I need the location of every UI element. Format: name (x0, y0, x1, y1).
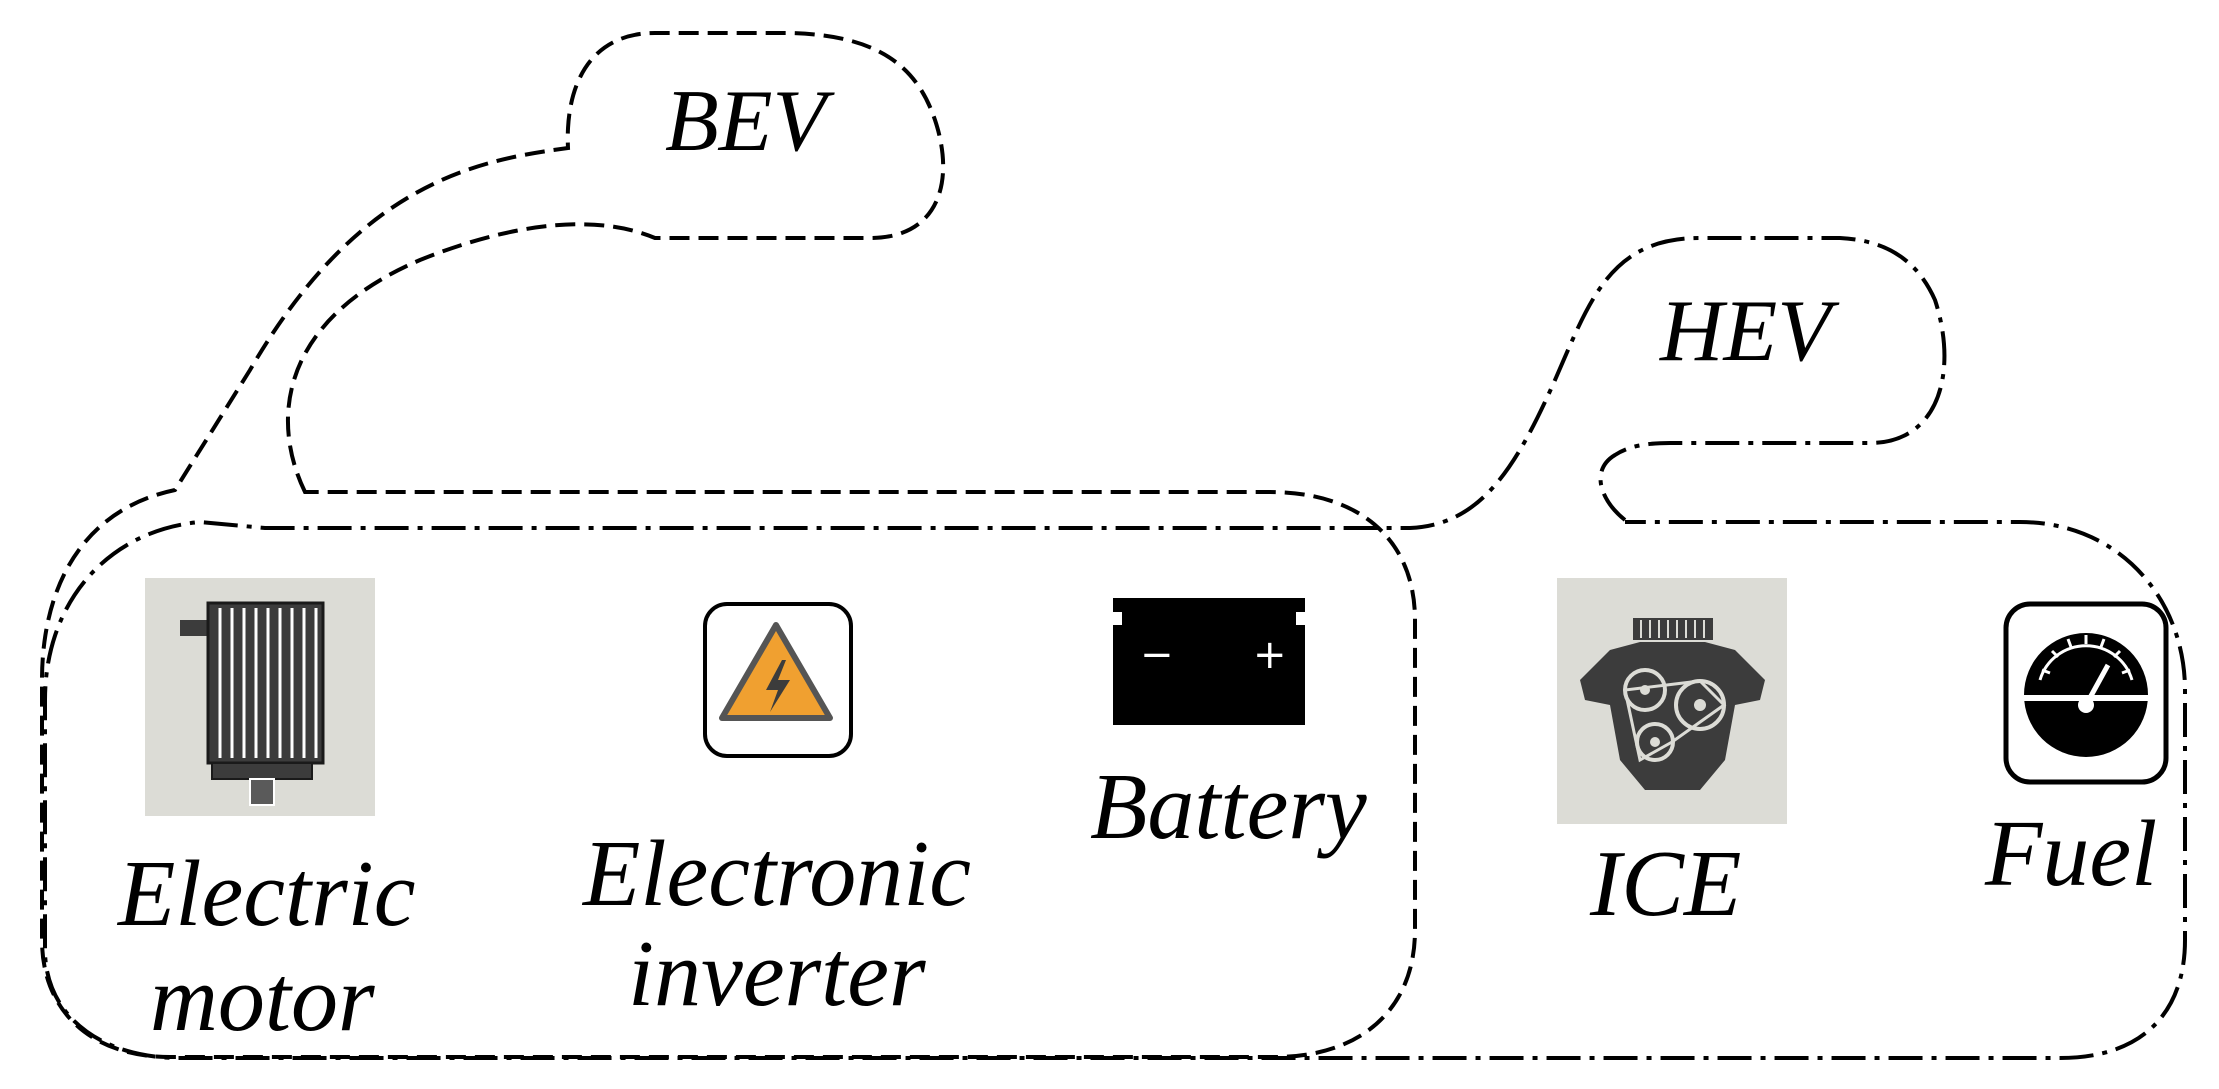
battery-plus-sign: + (1253, 632, 1287, 678)
electronic-inverter-label-line2: inverter (628, 922, 926, 1026)
engine-icon (1557, 578, 1787, 824)
fuel-label: Fuel (1984, 802, 2157, 906)
battery-icon: − + (1113, 598, 1305, 725)
electric-motor-label-line1: Electric (116, 842, 416, 946)
electric-motor-label-line2: motor (150, 947, 375, 1051)
hev-label: HEV (1659, 283, 1840, 380)
hev-group-boundary (43, 236, 2187, 1060)
electric-motor-icon (145, 578, 375, 816)
bev-group-boundary (40, 31, 1417, 1059)
bev-label: BEV (665, 73, 836, 170)
battery-minus-sign: − (1140, 632, 1174, 678)
electronic-inverter-label-line1: Electronic (581, 822, 971, 926)
high-voltage-warning-icon (703, 602, 853, 758)
ice-label: ICE (1589, 832, 1741, 936)
battery-label: Battery (1090, 755, 1367, 859)
fuel-gauge-icon (2003, 601, 2169, 785)
